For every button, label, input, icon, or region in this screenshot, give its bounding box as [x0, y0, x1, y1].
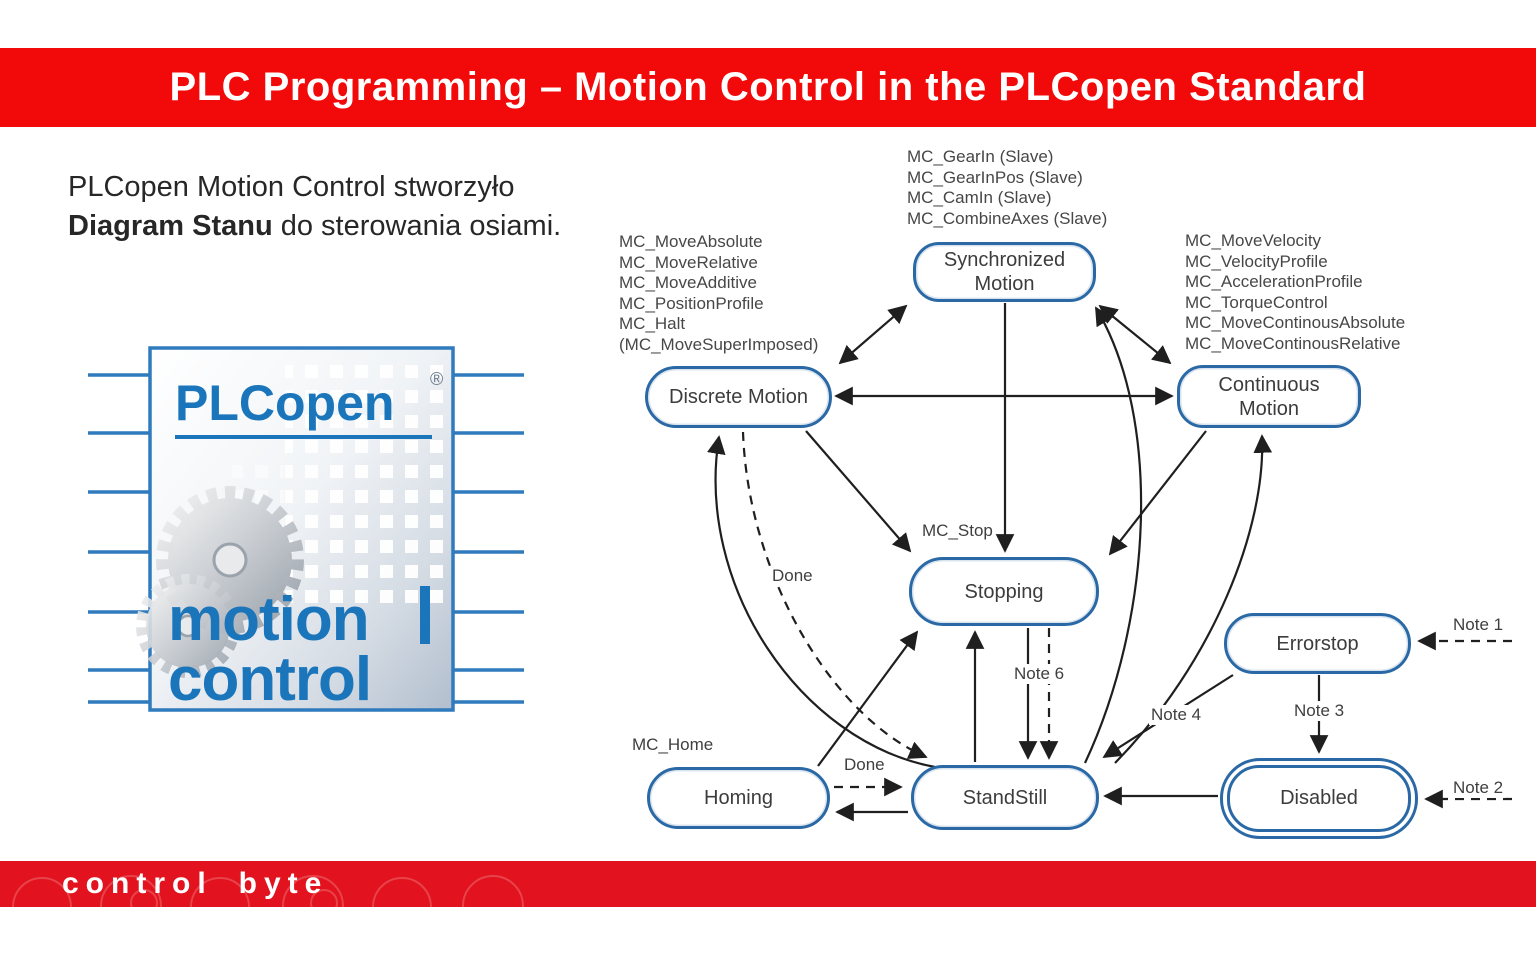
- edge-label-note2: Note 2: [1451, 778, 1506, 798]
- logo-checker-pattern: [285, 354, 449, 610]
- node-label: Continuous: [1218, 373, 1320, 396]
- state-node-errorstop: Errorstop: [1224, 613, 1411, 674]
- control-byte-logo: control byte: [62, 867, 328, 901]
- state-node-synchronized-motion: Synchronized Motion: [913, 242, 1096, 302]
- function-label: MC_MoveRelative: [619, 252, 758, 272]
- edge-label-mc-stop: MC_Stop: [920, 521, 995, 541]
- node-label: Disabled: [1227, 765, 1411, 832]
- function-label: (MC_MoveSuperImposed): [619, 334, 819, 354]
- function-label: MC_MoveVelocity: [1185, 231, 1322, 250]
- function-label: MC_MoveContinousRelative: [1185, 333, 1401, 353]
- function-label: MC_GearIn (Slave): [907, 147, 1054, 166]
- state-node-standstill: StandStill: [911, 765, 1099, 830]
- state-node-discrete-motion: Discrete Motion: [645, 366, 832, 428]
- logo-control-text: control: [168, 645, 371, 714]
- logo-brand-text: PLCopen: [175, 375, 394, 431]
- edge-standstill-discrete: [707, 435, 936, 769]
- function-label: MC_TorqueControl: [1185, 292, 1328, 312]
- function-label: MC_AccelerationProfile: [1185, 272, 1363, 291]
- edge-continuous-stopping: [1108, 430, 1207, 556]
- edge-discrete-standstill-done: [741, 431, 928, 759]
- function-label: MC_GearInPos (Slave): [907, 167, 1083, 187]
- logo-bar: [420, 586, 430, 644]
- function-label: MC_VelocityProfile: [1185, 251, 1328, 271]
- node-label: Stopping: [964, 580, 1044, 603]
- plcopen-logo: PLCopen ® motion control: [88, 346, 524, 714]
- footer-circle-decoration: [130, 889, 158, 907]
- continuous-function-list: MC_MoveVelocity MC_VelocityProfile MC_Ac…: [1185, 231, 1405, 354]
- brand-word-control: control: [62, 867, 213, 900]
- intro-line2-bold: Diagram Stanu: [68, 210, 273, 242]
- intro-line2: Diagram Stanu do sterowania osiami.: [68, 207, 561, 246]
- edge-label-mc-home: MC_Home: [630, 735, 716, 755]
- node-label: Homing: [704, 787, 773, 809]
- node-label: Motion: [1238, 397, 1300, 420]
- function-label: MC_MoveContinousAbsolute: [1185, 313, 1406, 332]
- logo-registered-mark: ®: [430, 369, 443, 389]
- edge-discrete-sync: [838, 304, 908, 365]
- logo-pin-lines: [88, 373, 524, 704]
- slide-title: PLC Programming – Motion Control in the …: [169, 65, 1367, 109]
- logo-motion-text: motion: [168, 585, 369, 654]
- function-label: MC_MoveAbsolute: [619, 232, 763, 251]
- footer-banner: control byte: [0, 861, 1536, 907]
- node-label: Motion: [974, 273, 1035, 295]
- node-label: StandStill: [962, 786, 1048, 809]
- function-label: MC_CombineAxes (Slave): [907, 208, 1108, 228]
- edge-label-done-discrete: Done: [770, 566, 815, 586]
- edge-label-note4: Note 4: [1149, 705, 1204, 725]
- edge-label-done-homing: Done: [842, 755, 887, 775]
- state-node-stopping: Stopping: [909, 557, 1099, 626]
- function-label: MC_CamIn (Slave): [907, 188, 1052, 207]
- function-label: MC_PositionProfile: [619, 293, 764, 313]
- edge-label-note3: Note 3: [1292, 701, 1347, 721]
- edge-standstill-sync: [1084, 306, 1143, 764]
- state-node-disabled: Disabled: [1220, 758, 1418, 839]
- node-label: Synchronized: [943, 249, 1066, 271]
- title-banner: PLC Programming – Motion Control in the …: [0, 48, 1536, 127]
- synchronized-function-list: MC_GearIn (Slave) MC_GearInPos (Slave) M…: [907, 147, 1107, 229]
- footer-circle-decoration: [310, 889, 338, 907]
- node-label: Errorstop: [1276, 632, 1359, 655]
- function-label: MC_MoveAdditive: [619, 273, 757, 292]
- edge-homing-stopping: [817, 630, 919, 767]
- function-label: MC_Halt: [619, 314, 686, 333]
- node-label: Discrete Motion: [669, 386, 808, 408]
- gears-icon: [136, 486, 304, 678]
- intro-line2-rest: do sterowania osiami.: [280, 210, 562, 242]
- discrete-function-list: MC_MoveAbsolute MC_MoveRelative MC_MoveA…: [619, 232, 818, 355]
- edge-discrete-stopping: [805, 430, 912, 553]
- state-node-homing: Homing: [647, 767, 830, 829]
- intro-line1: PLCopen Motion Control stworzyło: [68, 171, 515, 203]
- edge-label-note1: Note 1: [1451, 615, 1506, 635]
- intro-text: PLCopen Motion Control stworzyło Diagram…: [68, 168, 561, 246]
- edge-label-note6: Note 6: [1012, 664, 1067, 684]
- brand-word-byte: byte: [238, 867, 329, 900]
- state-node-continuous-motion: Continuous Motion: [1177, 365, 1361, 428]
